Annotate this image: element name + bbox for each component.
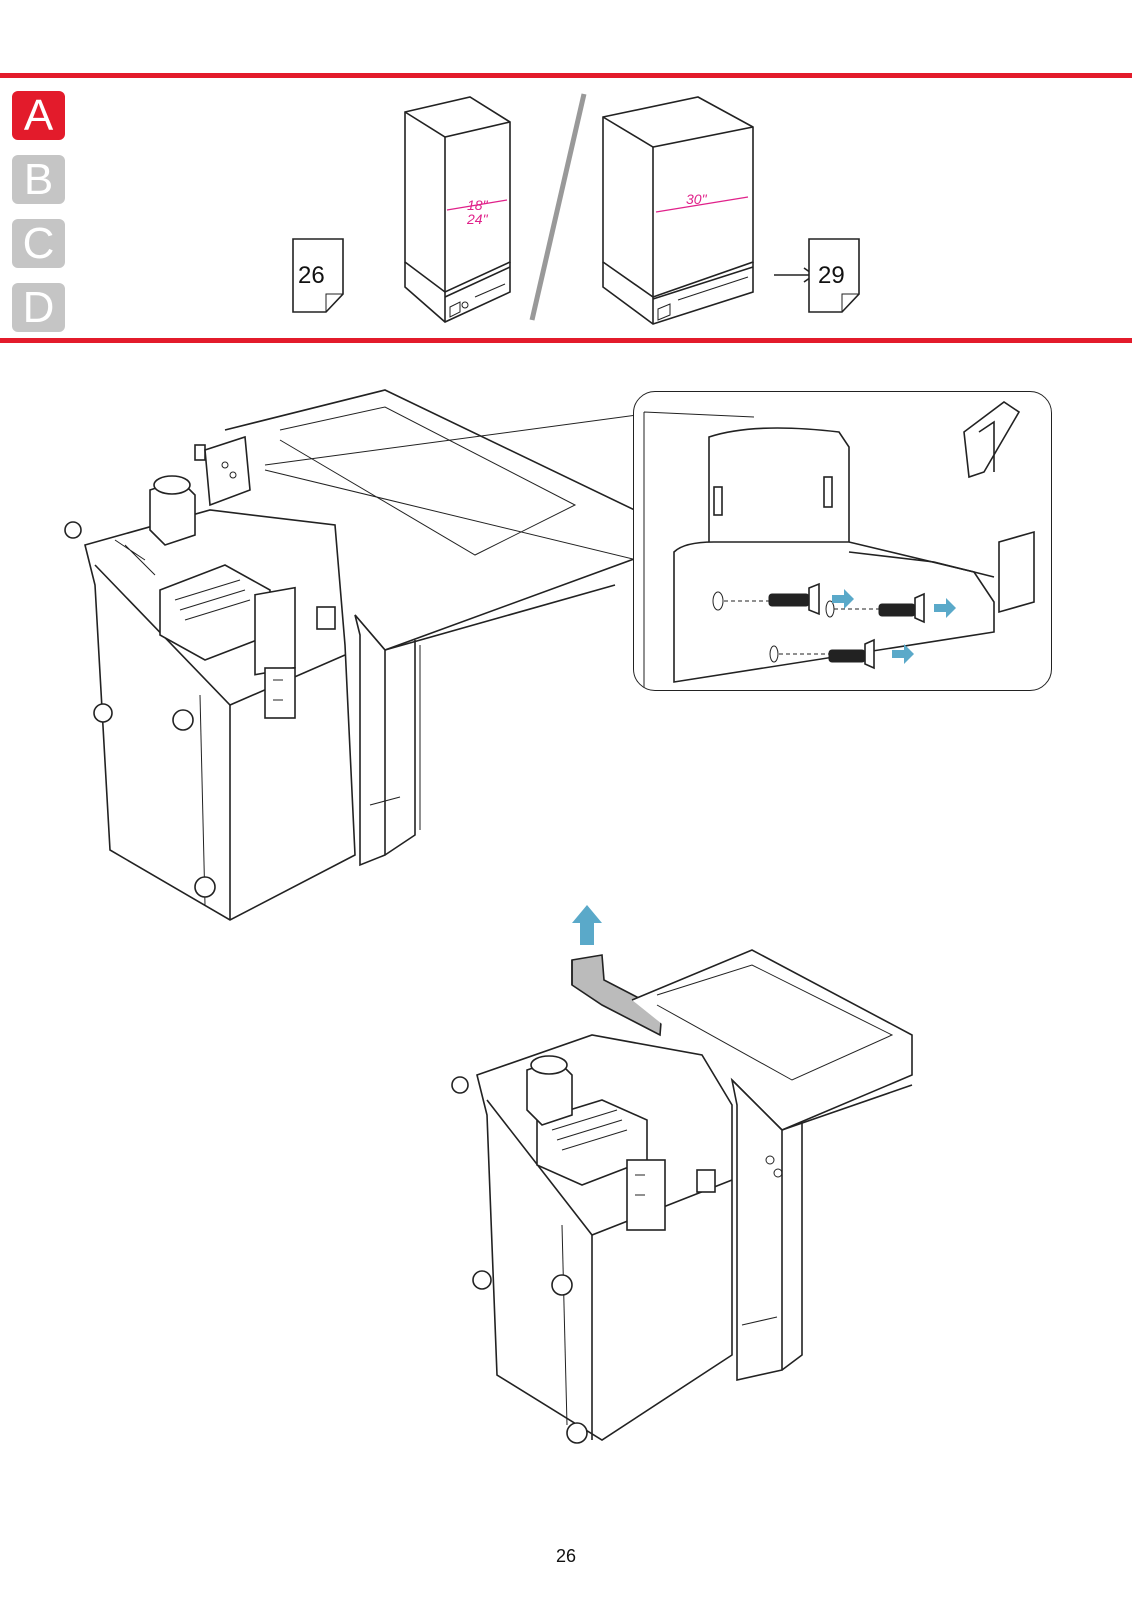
tab-c[interactable]: C	[12, 219, 65, 268]
appliance-narrow-illustration: 18" 24"	[395, 92, 525, 332]
tab-d[interactable]: D	[12, 283, 65, 332]
bottom-red-rule	[0, 338, 1132, 343]
next-page-number: 29	[818, 262, 845, 290]
detail-inset	[633, 391, 1052, 691]
page-number: 26	[0, 1546, 1132, 1567]
top-red-rule	[0, 73, 1132, 78]
bracket-screw-detail	[634, 392, 1051, 690]
arrow-up-icon	[572, 905, 602, 945]
prev-page-number: 26	[298, 262, 325, 290]
tab-a[interactable]: A	[12, 91, 65, 140]
next-page-ref[interactable]: 29	[774, 238, 864, 313]
slash-divider	[528, 92, 588, 332]
width-24-label: 24"	[466, 211, 489, 227]
appliance-wide-illustration: 30"	[598, 92, 768, 332]
tab-b[interactable]: B	[12, 155, 65, 204]
dispenser-assembly-illustration-2	[432, 905, 952, 1465]
width-30-label: 30"	[686, 191, 708, 207]
dispenser-assembly-illustration-1	[55, 385, 615, 945]
prev-page-ref[interactable]: 26	[292, 238, 344, 313]
